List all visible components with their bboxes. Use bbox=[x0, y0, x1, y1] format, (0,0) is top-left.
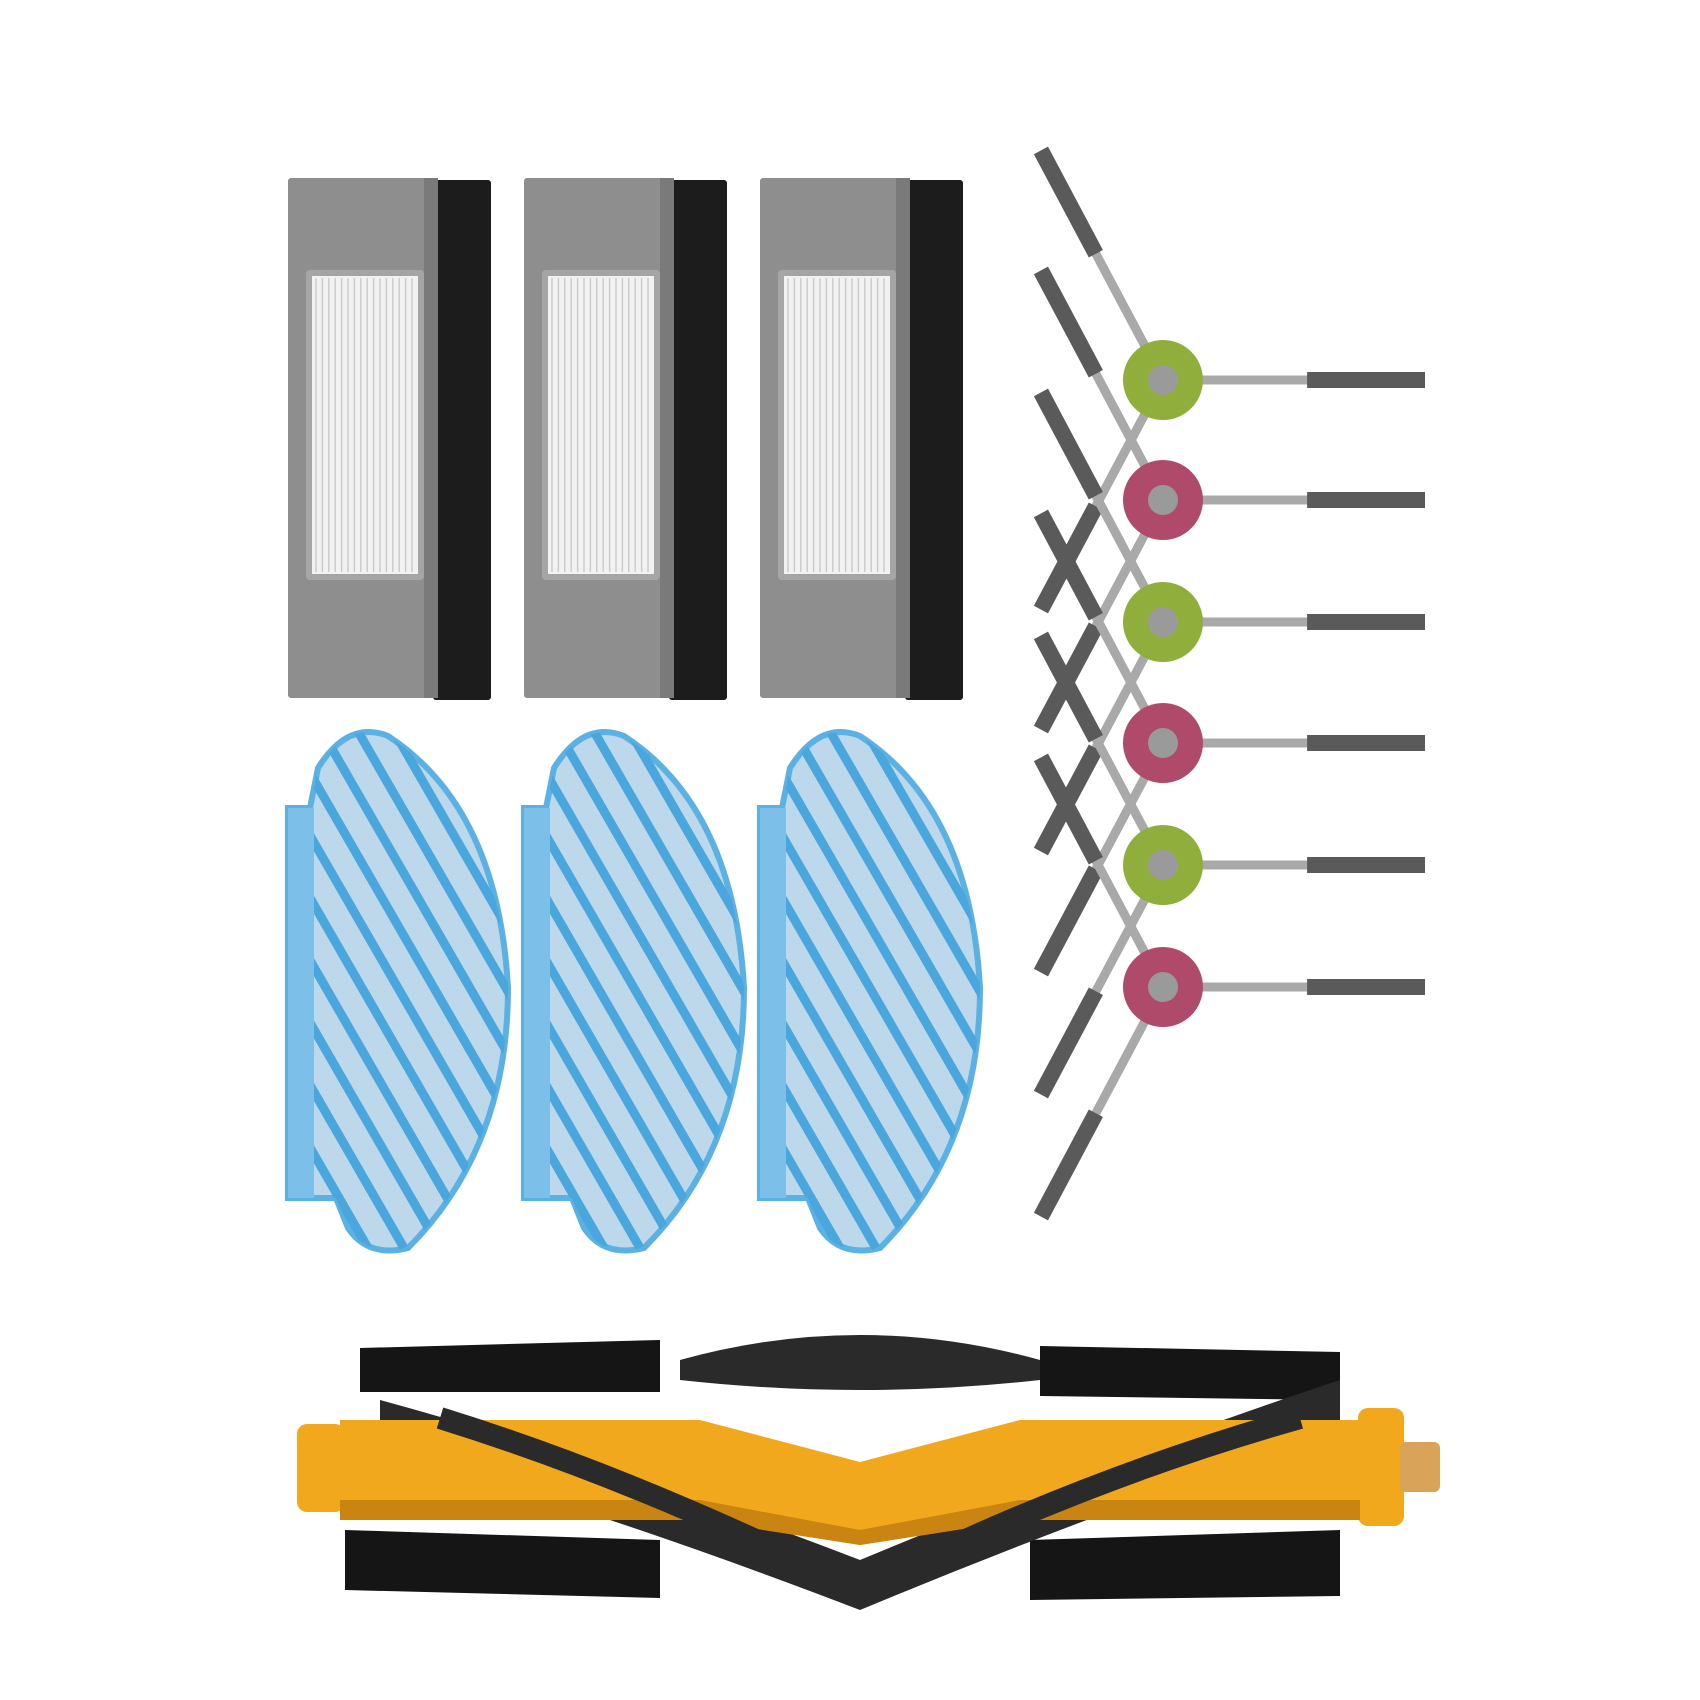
mop-stripe bbox=[760, 732, 844, 1251]
roller-bristle-row bbox=[855, 1407, 1303, 1600]
mop-stripe bbox=[288, 732, 372, 1251]
filter-frame-edge bbox=[896, 178, 910, 698]
hepa-filter-group bbox=[288, 178, 963, 700]
filter-frame-edge bbox=[660, 178, 674, 698]
mop-stripe bbox=[316, 732, 508, 1251]
side-brush-bristles bbox=[1033, 865, 1103, 977]
side-brush-hub-center bbox=[1148, 607, 1178, 637]
mop-stripe bbox=[624, 732, 744, 1251]
mop-stripe bbox=[388, 732, 508, 1251]
roller-end-cap-right bbox=[1358, 1408, 1404, 1526]
mop-stripe bbox=[760, 732, 980, 1251]
mop-stripe bbox=[288, 732, 508, 1251]
mop-stripe bbox=[788, 732, 980, 1251]
mop-stripe bbox=[524, 732, 608, 1251]
side-brush-hub-center bbox=[1148, 728, 1178, 758]
filter-foam-pad bbox=[433, 180, 491, 700]
side-brush-bristles bbox=[1033, 266, 1103, 378]
side-brush-hub-center bbox=[1148, 850, 1178, 880]
side-brush-bristles bbox=[1033, 509, 1103, 621]
filter-hepa-media bbox=[784, 276, 890, 574]
mop-stripe bbox=[288, 732, 408, 1251]
mop-stripe bbox=[588, 732, 744, 1251]
mop-stripe bbox=[288, 732, 480, 1251]
side-brush-bristles bbox=[1033, 753, 1103, 865]
side-brush-bristles bbox=[1033, 146, 1103, 258]
filter-hepa-media bbox=[312, 276, 418, 574]
hepa-filter bbox=[524, 178, 727, 700]
roller-bristle-top bbox=[680, 1335, 1040, 1390]
mop-stripe bbox=[352, 732, 508, 1251]
mop-stripe bbox=[552, 732, 744, 1251]
mop-stripe bbox=[824, 732, 980, 1251]
roller-fin bbox=[1030, 1530, 1340, 1600]
side-brush-hub-center bbox=[1148, 972, 1178, 1002]
filter-hepa-media bbox=[548, 276, 654, 574]
roller-fin bbox=[345, 1530, 660, 1598]
side-brush-hub-center bbox=[1148, 485, 1178, 515]
side-brush bbox=[1033, 146, 1425, 614]
side-brush-bristles bbox=[1033, 631, 1103, 743]
side-brush bbox=[1033, 753, 1425, 1221]
mop-stripe bbox=[760, 732, 952, 1251]
side-brush-group bbox=[1033, 146, 1425, 1221]
filter-foam-pad bbox=[669, 180, 727, 700]
hepa-filter bbox=[760, 178, 963, 700]
filter-foam-pad bbox=[905, 180, 963, 700]
roller-core-shadow bbox=[340, 1500, 1360, 1545]
roller-end-cap-left bbox=[297, 1424, 345, 1512]
mop-stripe bbox=[524, 732, 644, 1251]
mop-stripe bbox=[288, 732, 508, 1251]
side-brush-bristles bbox=[1033, 987, 1103, 1099]
mop-stripe bbox=[524, 732, 716, 1251]
roller-fin bbox=[360, 1340, 660, 1392]
mop-stripe bbox=[524, 732, 744, 1251]
mop-stripe bbox=[760, 732, 980, 1251]
mop-pad bbox=[757, 729, 984, 1254]
main-roller-brush bbox=[297, 1335, 1440, 1610]
roller-axle bbox=[1400, 1442, 1440, 1492]
mop-pad-group bbox=[285, 729, 984, 1254]
hepa-filter bbox=[288, 178, 491, 700]
side-brush-hub-center bbox=[1148, 365, 1178, 395]
mop-attach-strip bbox=[760, 808, 786, 1198]
filter-frame-edge bbox=[424, 178, 438, 698]
roller-fin bbox=[1040, 1346, 1340, 1400]
mop-stripe bbox=[524, 732, 744, 1251]
side-brush-bristles bbox=[1033, 388, 1103, 500]
mop-stripe bbox=[760, 732, 880, 1251]
side-brush bbox=[1033, 631, 1425, 1099]
mop-attach-strip bbox=[524, 808, 550, 1198]
roller-bristle-row bbox=[436, 1407, 865, 1600]
mop-stripe bbox=[860, 732, 980, 1251]
mop-attach-strip bbox=[288, 808, 314, 1198]
side-brush-bristles bbox=[1033, 1109, 1103, 1221]
